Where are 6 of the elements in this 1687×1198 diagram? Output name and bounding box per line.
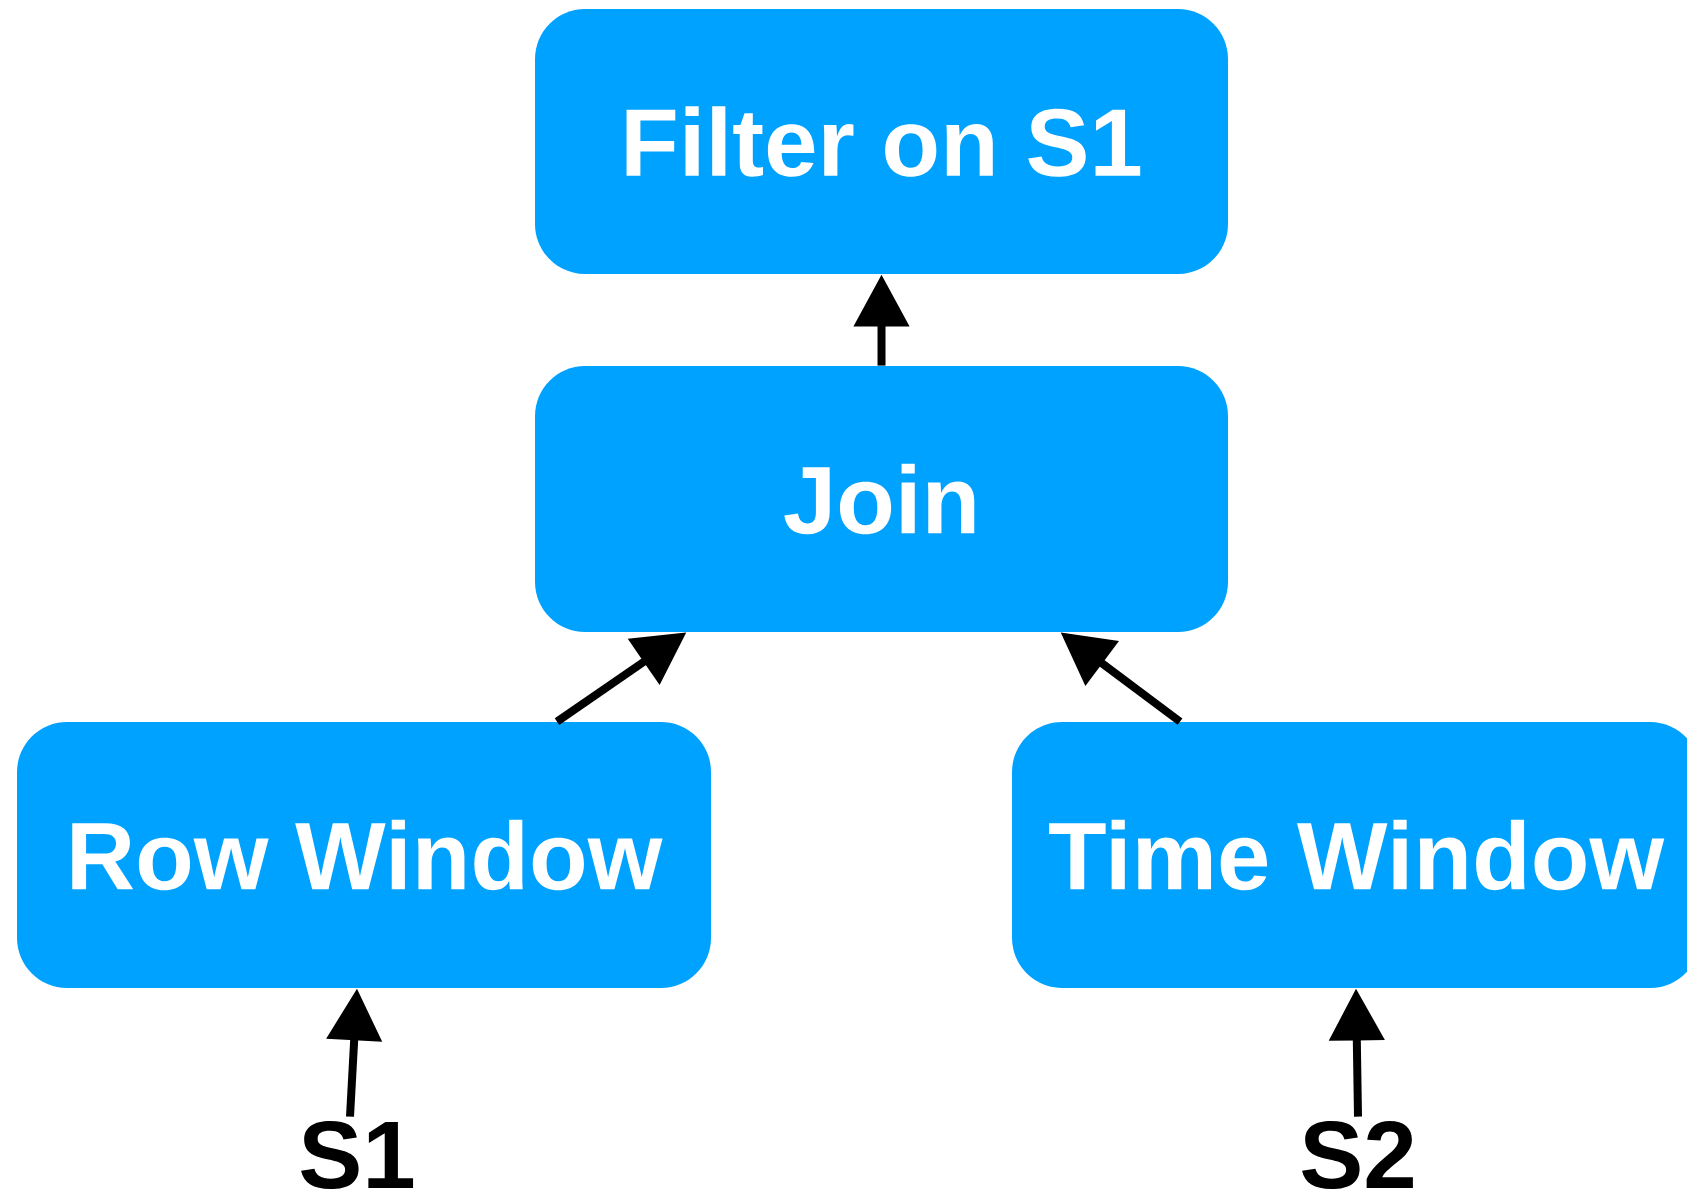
process-box: Time Window xyxy=(1012,722,1687,988)
process-box: Join xyxy=(535,366,1228,632)
input-label: S2 xyxy=(1302,1121,1413,1189)
process-box: Filter on S1 xyxy=(535,9,1228,274)
process-box: Row Window xyxy=(17,722,711,988)
input-label: S1 xyxy=(301,1121,414,1189)
